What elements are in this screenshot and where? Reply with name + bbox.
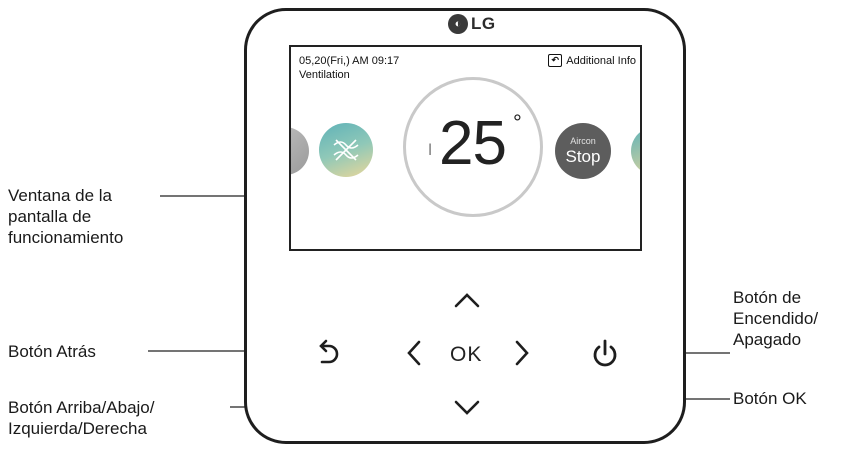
direction-buttons-label-line2: Izquierda/Derecha	[8, 419, 147, 438]
power-button-label-line1: Botón de	[733, 288, 802, 307]
direction-buttons-label: Botón Arriba/Abajo/ Izquierda/Derecha	[8, 397, 154, 439]
next-mode-tile[interactable]	[631, 127, 640, 175]
screen-window-label-line2: pantalla de	[8, 207, 92, 226]
temperature-degree: °	[513, 110, 522, 135]
ok-button[interactable]: OK	[450, 343, 483, 366]
screen-window-label: Ventana de la pantalla de funcionamiento	[8, 185, 123, 248]
aircon-label: Aircon	[570, 136, 596, 146]
temperature-dial[interactable]: ǀ 25 °	[403, 77, 543, 217]
arrow-up-icon[interactable]	[452, 290, 482, 310]
arrow-right-icon[interactable]	[512, 338, 532, 368]
back-arrow-icon[interactable]	[315, 338, 341, 368]
power-button-label-line3: Apagado	[733, 330, 802, 349]
screen-datetime: 05,20(Fri,) AM 09:17	[299, 55, 400, 67]
screen-window-label-line3: funcionamiento	[8, 228, 124, 247]
arrow-left-icon[interactable]	[404, 338, 424, 368]
previous-mode-tile[interactable]	[291, 127, 309, 175]
additional-info-label: Additional Info	[566, 54, 636, 67]
power-button-label-line2: Encendido/	[733, 309, 819, 328]
screen-mode: Ventilation	[299, 69, 350, 81]
stop-label: Stop	[565, 147, 601, 166]
brand-logo: ◐ LG	[448, 14, 496, 34]
power-button-label: Botón de Encendido/ Apagado	[733, 287, 818, 350]
aircon-stop-tile[interactable]: Aircon Stop	[555, 123, 611, 179]
screen-window-label-line1: Ventana de la	[8, 186, 112, 205]
ventilation-icon	[333, 139, 359, 161]
thermometer-icon: ǀ	[428, 142, 433, 159]
ok-button-label: Botón OK	[733, 389, 807, 408]
lg-logo-icon: ◐	[448, 14, 468, 34]
back-box-icon: ↶	[548, 54, 563, 67]
additional-info-link[interactable]: ↶ Additional Info	[548, 54, 636, 67]
brand-name: LG	[471, 14, 496, 33]
temperature-value: 25	[439, 109, 507, 178]
back-button-label: Botón Atrás	[8, 342, 96, 361]
power-icon[interactable]	[589, 336, 621, 370]
ventilation-tile[interactable]	[319, 123, 373, 177]
arrow-down-icon[interactable]	[452, 398, 482, 418]
direction-buttons-label-line1: Botón Arriba/Abajo/	[8, 398, 155, 417]
operation-screen: 05,20(Fri,) AM 09:17 Ventilation ↶ Addit…	[289, 45, 642, 251]
